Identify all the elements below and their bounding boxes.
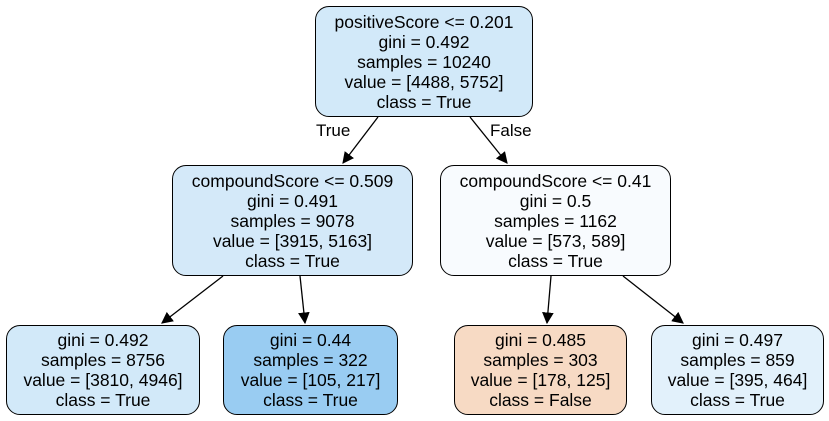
- node-gini: gini = 0.491: [247, 190, 338, 211]
- edge-right-rr: [622, 275, 684, 324]
- node-class: class = True: [376, 91, 472, 112]
- edge-left-lr: [298, 275, 310, 325]
- node-value: value = [105, 217]: [240, 370, 381, 390]
- node-value: value = [395, 464]: [667, 370, 808, 390]
- node-value: value = [178, 125]: [470, 370, 611, 390]
- node-samples: samples = 303: [483, 350, 598, 370]
- edge-right-rl: [542, 275, 554, 325]
- edge-left-ll: [161, 275, 224, 324]
- node-gini: gini = 0.485: [495, 330, 586, 350]
- node-gini: gini = 0.44: [269, 330, 352, 350]
- tree-node-leaf-rr: gini = 0.497 samples = 859 value = [395,…: [651, 325, 824, 415]
- node-gini: gini = 0.492: [57, 330, 149, 350]
- node-value: value = [4488, 5752]: [344, 71, 504, 92]
- node-class: class = True: [245, 250, 340, 271]
- node-samples: samples = 322: [253, 350, 368, 370]
- node-class: class = False: [489, 390, 592, 410]
- edge-label-false: False: [490, 121, 532, 140]
- edge-label-true: True: [316, 121, 351, 140]
- node-class: class = True: [263, 390, 358, 410]
- node-gini: gini = 0.497: [692, 330, 783, 350]
- tree-node-leaf-ll: gini = 0.492 samples = 8756 value = [381…: [6, 325, 200, 415]
- node-samples: samples = 1162: [494, 210, 617, 231]
- node-value: value = [3915, 5163]: [212, 230, 373, 251]
- tree-node-left: compoundScore <= 0.509 gini = 0.491 samp…: [172, 165, 413, 276]
- node-samples: samples = 9078: [230, 210, 355, 231]
- node-split: compoundScore <= 0.509: [191, 170, 394, 191]
- tree-node-right: compoundScore <= 0.41 gini = 0.5 samples…: [440, 165, 671, 276]
- node-gini: gini = 0.5: [519, 190, 592, 211]
- node-value: value = [573, 589]: [485, 230, 626, 251]
- node-samples: samples = 8756: [40, 350, 166, 370]
- node-split: compoundScore <= 0.41: [459, 170, 652, 191]
- node-samples: samples = 10240: [357, 51, 491, 72]
- edge-root-left: [342, 116, 379, 164]
- tree-node-leaf-rl: gini = 0.485 samples = 303 value = [178,…: [454, 325, 627, 415]
- node-class: class = True: [508, 250, 603, 271]
- tree-node-root: positiveScore <= 0.201 gini = 0.492 samp…: [315, 6, 533, 117]
- node-value: value = [3810, 4946]: [23, 370, 183, 390]
- node-split: positiveScore <= 0.201: [334, 11, 514, 32]
- tree-node-leaf-lr: gini = 0.44 samples = 322 value = [105, …: [223, 325, 398, 415]
- node-samples: samples = 859: [680, 350, 795, 370]
- node-class: class = True: [55, 390, 151, 410]
- node-gini: gini = 0.492: [378, 31, 470, 52]
- edge-root-right: [469, 116, 508, 164]
- node-class: class = True: [690, 390, 785, 410]
